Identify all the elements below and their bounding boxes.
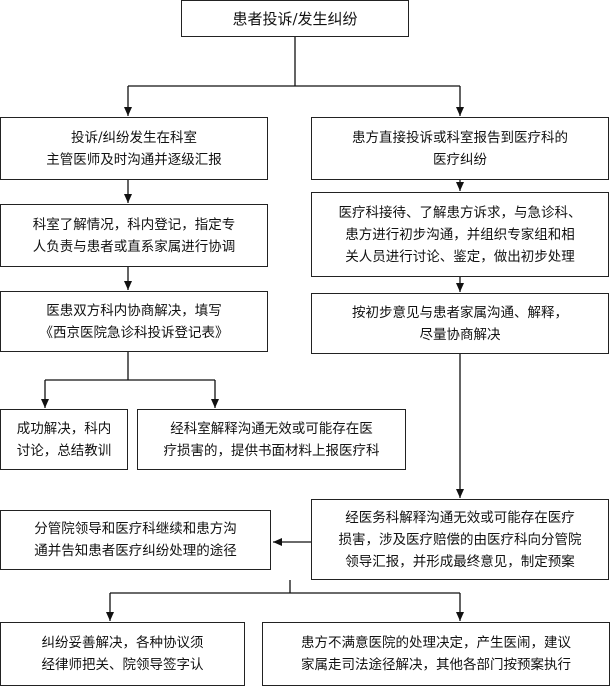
box-line: 通并告知患者医疗纠纷处理的途径 xyxy=(34,543,237,559)
box-line: 成功解决，科内 xyxy=(16,420,112,437)
escalate-to-medical-dept-box: 经科室解释沟通无效或可能存在医 疗损害的，提供书面材料上报医疗科 xyxy=(137,409,406,470)
complaint-in-department-box: 投诉/纠纷发生在科室 主管医师及时沟通并逐级汇报 xyxy=(0,117,268,180)
box-line: 经律师把关、院领导签字认 xyxy=(41,657,204,673)
family-communication-box: 按初步意见与患者家属沟通、解释， 尽量协商解决 xyxy=(311,293,609,354)
start-text: 患者投诉/发生纠纷 xyxy=(232,9,358,28)
box-line: 患方不满意医院的处理决定，产生医闹，建议 xyxy=(301,635,571,651)
box-line: 经科室解释沟通无效或可能存在医 xyxy=(170,420,373,437)
box-line: 分管院领导和医疗科继续和患方沟 xyxy=(34,521,237,537)
box-line: 领导汇报，并形成最终意见，制定预案 xyxy=(345,553,575,570)
box-line: 医疗科接待、了解患方诉求，与急诊科、 xyxy=(338,204,582,221)
unsatisfied-box: 患方不满意医院的处理决定，产生医闹，建议 家属走司法途径解决，其他各部门按预案执… xyxy=(262,622,610,686)
box-line: 医疗纠纷 xyxy=(433,151,487,168)
box-line: 科室了解情况，科内登记，指定专 xyxy=(32,216,236,233)
box-line: 人负责与患者或直系家属进行协调 xyxy=(32,238,236,255)
direct-complaint-box: 患方直接投诉或科室报告到医疗科的 医疗纠纷 xyxy=(311,117,609,180)
start-box: 患者投诉/发生纠纷 xyxy=(181,0,409,37)
department-registration-box: 科室了解情况，科内登记，指定专 人负责与患者或直系家属进行协调 xyxy=(0,204,268,267)
box-line: 损害，涉及医疗赔偿的由医疗科向分管院 xyxy=(338,531,582,548)
resolved-box: 纠纷妥善解决，各种协议须 经律师把关、院领导签字认 xyxy=(0,622,245,686)
box-line: 家属走司法途径解决，其他各部门按预案执行 xyxy=(301,657,571,673)
box-line: 投诉/纠纷发生在科室 xyxy=(70,129,198,146)
box-line: 经医务科解释沟通无效或可能存在医疗 xyxy=(345,509,575,526)
success-box: 成功解决，科内 讨论，总结教训 xyxy=(0,409,128,470)
box-line: 按初步意见与患者家属沟通、解释， xyxy=(352,304,568,321)
box-line: 讨论，总结教训 xyxy=(16,442,112,459)
box-line: 患方直接投诉或科室报告到医疗科的 xyxy=(352,129,568,146)
hospital-leader-box: 分管院领导和医疗科继续和患方沟 通并告知患者医疗纠纷处理的途径 xyxy=(0,510,271,570)
box-line: 主管医师及时沟通并逐级汇报 xyxy=(46,151,222,168)
box-line: 患方进行初步沟通，并组织专家组和相 xyxy=(345,226,575,243)
box-line: 关人员进行讨论、鉴定，做出初步处理 xyxy=(345,248,575,265)
box-line: 纠纷妥善解决，各种协议须 xyxy=(41,635,204,651)
box-line: 《西京医院急诊科投诉登记表》 xyxy=(39,324,229,341)
box-line: 尽量协商解决 xyxy=(419,326,501,343)
medical-dept-final-box: 经医务科解释沟通无效或可能存在医疗 损害，涉及医疗赔偿的由医疗科向分管院 领导汇… xyxy=(311,499,609,580)
box-line: 医患双方科内协商解决，填写 xyxy=(46,302,222,319)
medical-dept-reception-box: 医疗科接待、了解患方诉求，与急诊科、 患方进行初步沟通，并组织专家组和相 关人员… xyxy=(311,192,609,277)
internal-negotiation-box: 医患双方科内协商解决，填写 《西京医院急诊科投诉登记表》 xyxy=(0,291,268,352)
box-line: 疗损害的，提供书面材料上报医疗科 xyxy=(163,442,380,459)
